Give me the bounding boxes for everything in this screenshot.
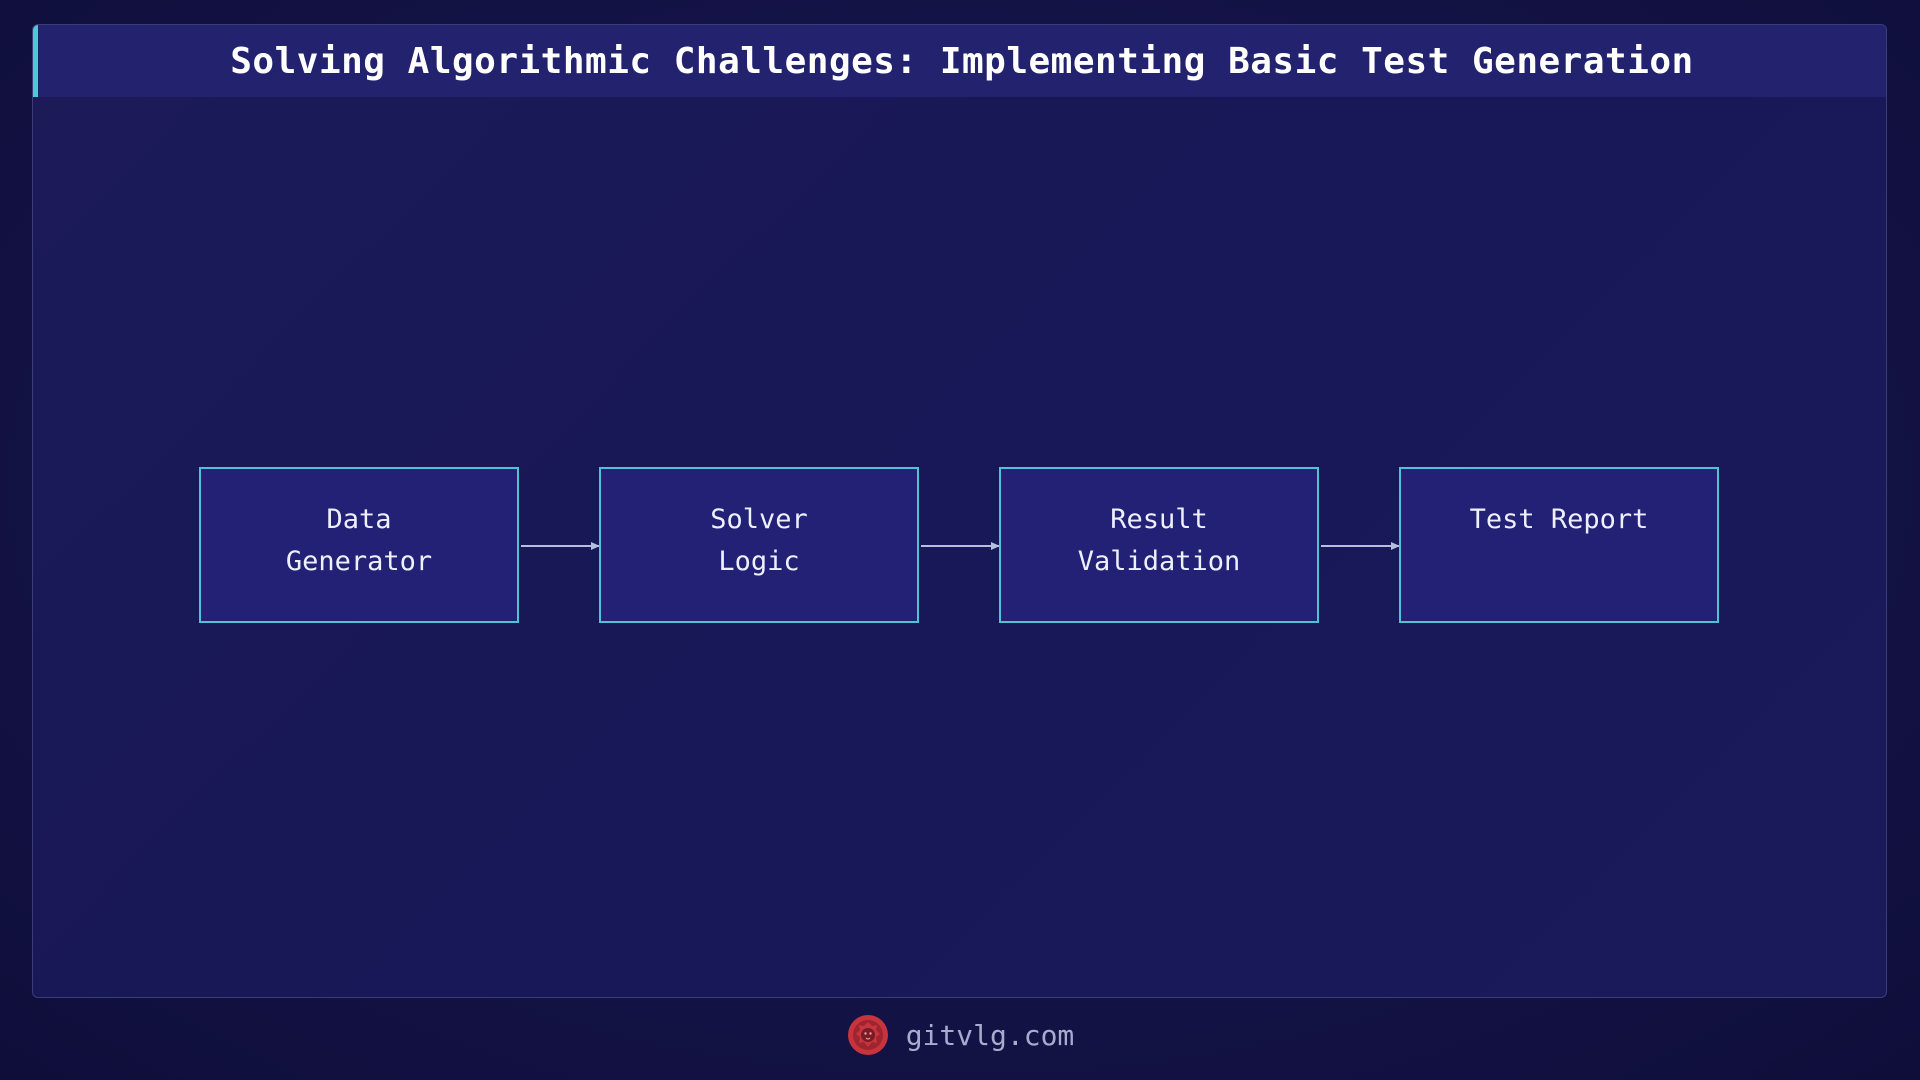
node-label: Data Generator xyxy=(285,504,433,577)
node-label: Test Report xyxy=(1469,504,1649,535)
title-bar: Solving Algorithmic Challenges: Implemen… xyxy=(33,25,1886,97)
node-data-generator: Data Generator xyxy=(199,467,519,623)
footer: gitvlg.com xyxy=(0,1010,1920,1060)
node-label: Solver Logic xyxy=(710,504,808,577)
node-solver-logic: Solver Logic xyxy=(599,467,919,623)
node-test-report: Test Report xyxy=(1399,467,1719,623)
page-title: Solving Algorithmic Challenges: Implemen… xyxy=(230,40,1694,82)
lion-logo-icon xyxy=(847,1015,888,1055)
footer-site-link[interactable]: gitvlg.com xyxy=(905,1018,1075,1052)
node-result-validation: Result Validation xyxy=(999,467,1319,623)
node-label: Result Validation xyxy=(1077,504,1241,577)
